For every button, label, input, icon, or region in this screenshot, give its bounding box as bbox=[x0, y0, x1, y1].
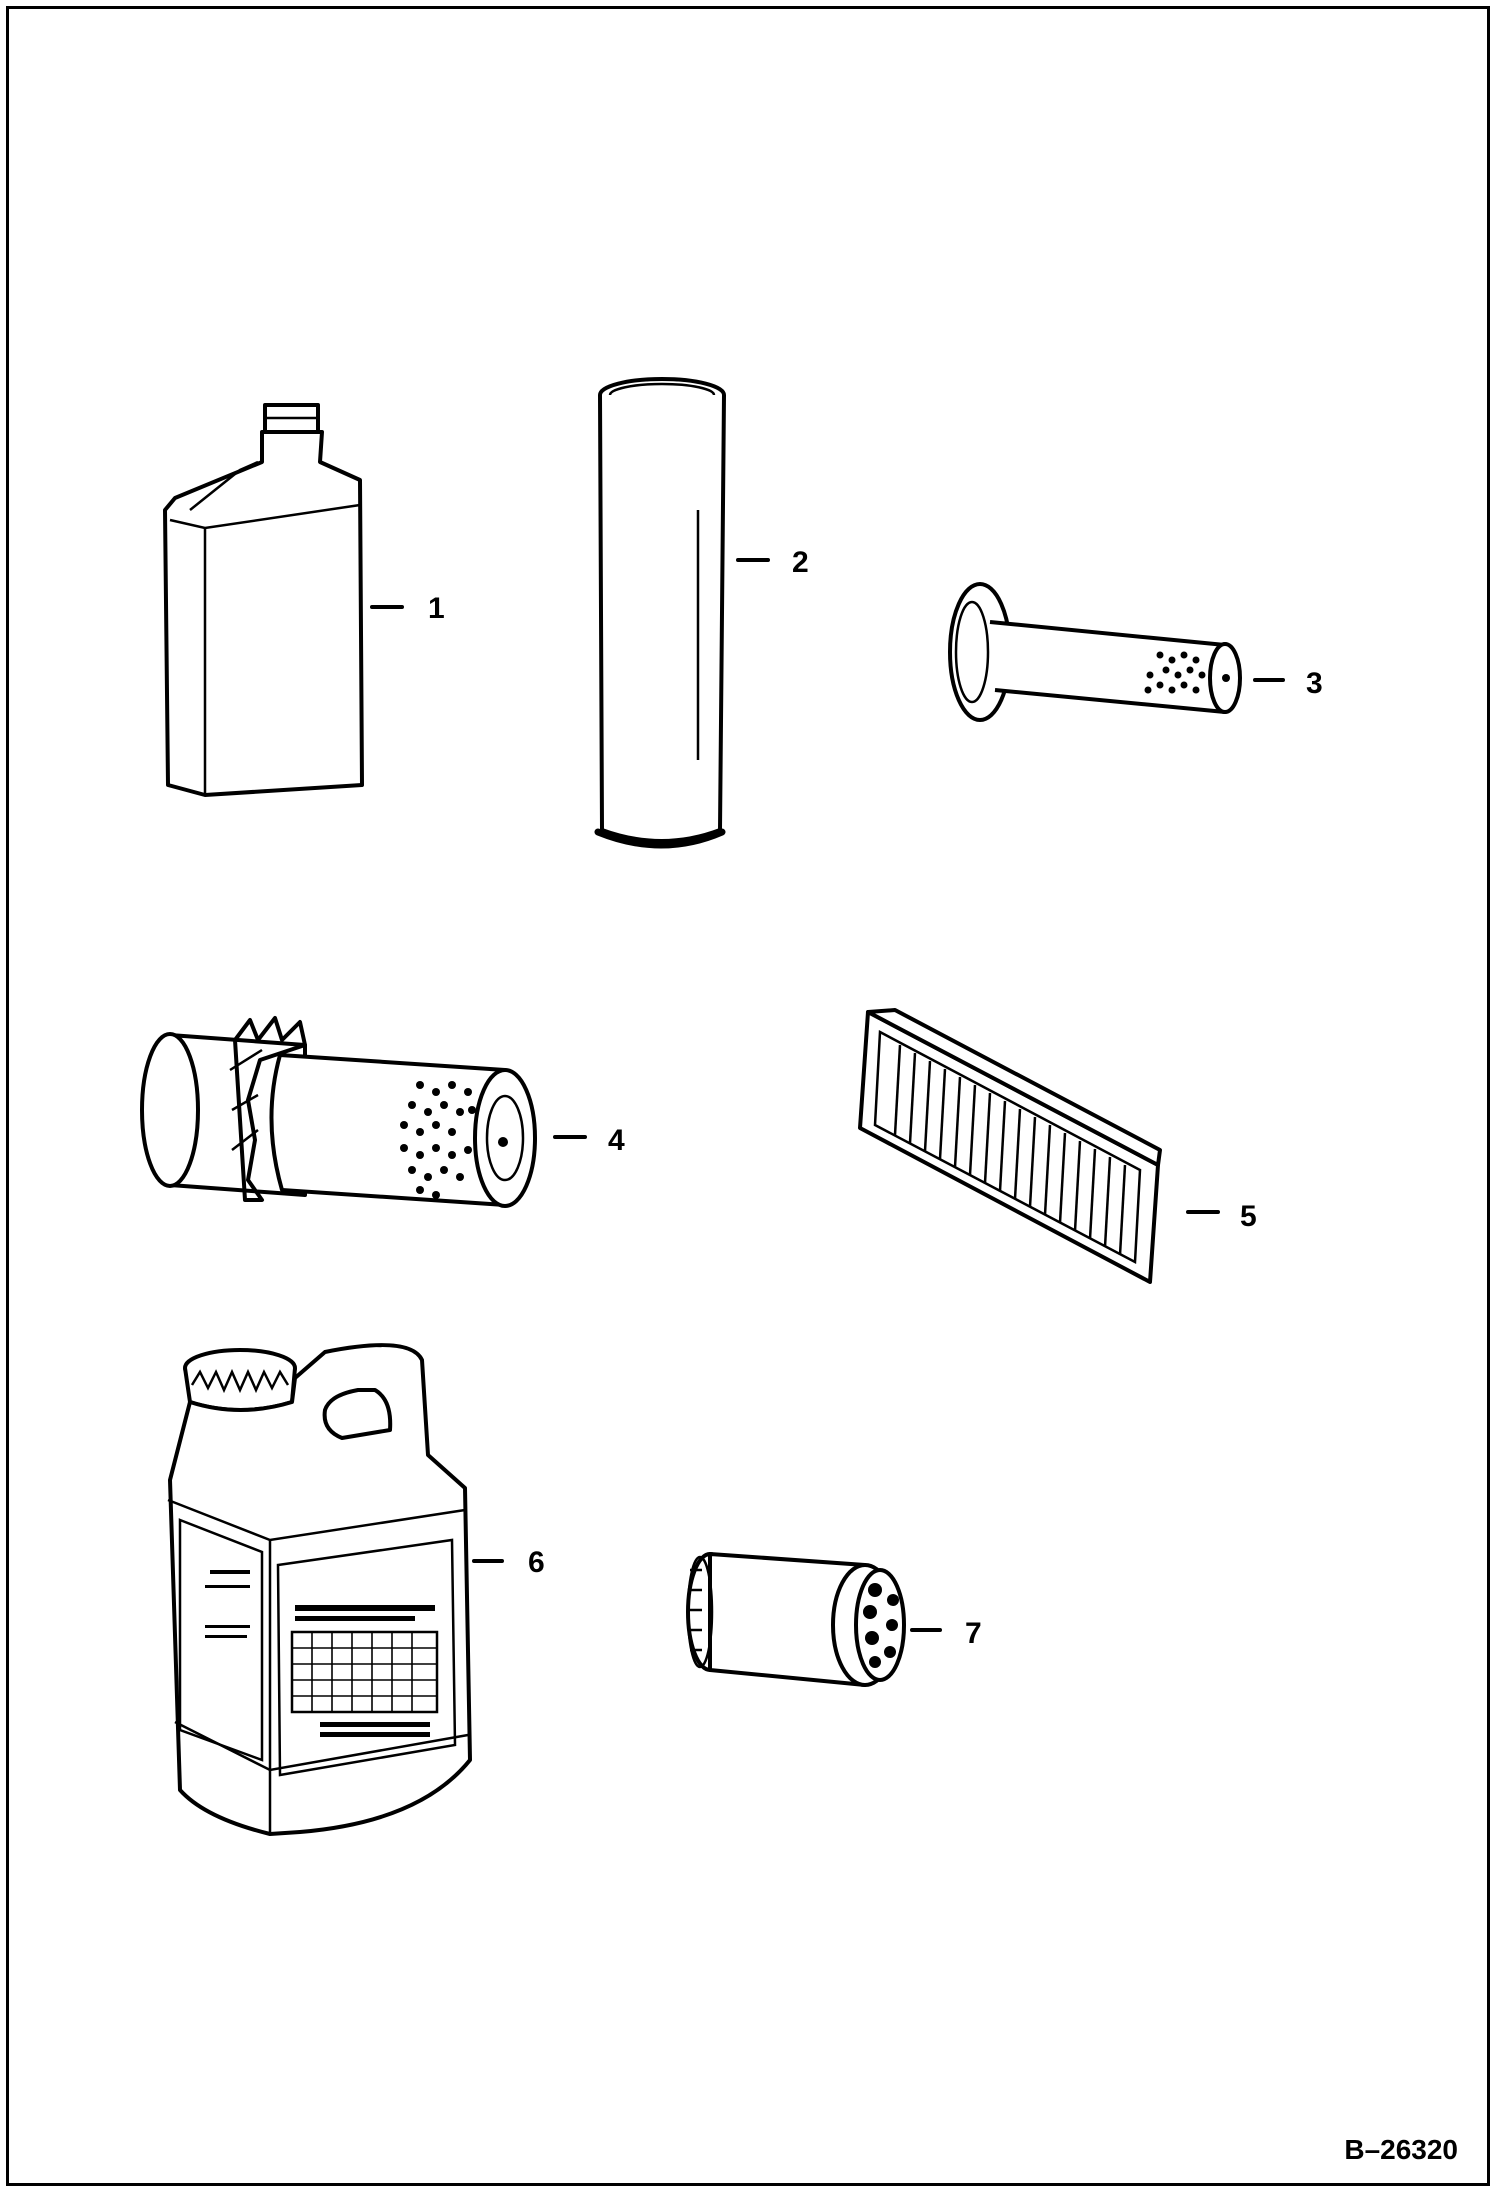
outer-air-filter-icon bbox=[140, 1016, 537, 1208]
oil-bottle-icon bbox=[163, 403, 364, 797]
callout-label-5: 5 bbox=[1240, 1200, 1257, 1233]
callout-label-6: 6 bbox=[528, 1546, 545, 1579]
callout-label-4: 4 bbox=[608, 1124, 625, 1157]
figure-border bbox=[6, 6, 1490, 2186]
callout-label-7: 7 bbox=[965, 1617, 982, 1650]
inner-air-filter-icon bbox=[948, 582, 1242, 722]
callout-label-2: 2 bbox=[792, 546, 809, 579]
figure-id: B–26320 bbox=[1344, 2134, 1458, 2165]
callout-label-3: 3 bbox=[1306, 667, 1323, 700]
oil-filter-icon bbox=[686, 1552, 906, 1687]
panel-filter-icon bbox=[858, 1008, 1162, 1284]
grease-cartridge-icon bbox=[594, 377, 726, 849]
callout-label-1: 1 bbox=[428, 592, 445, 625]
fluid-jug-icon bbox=[167, 1343, 472, 1836]
